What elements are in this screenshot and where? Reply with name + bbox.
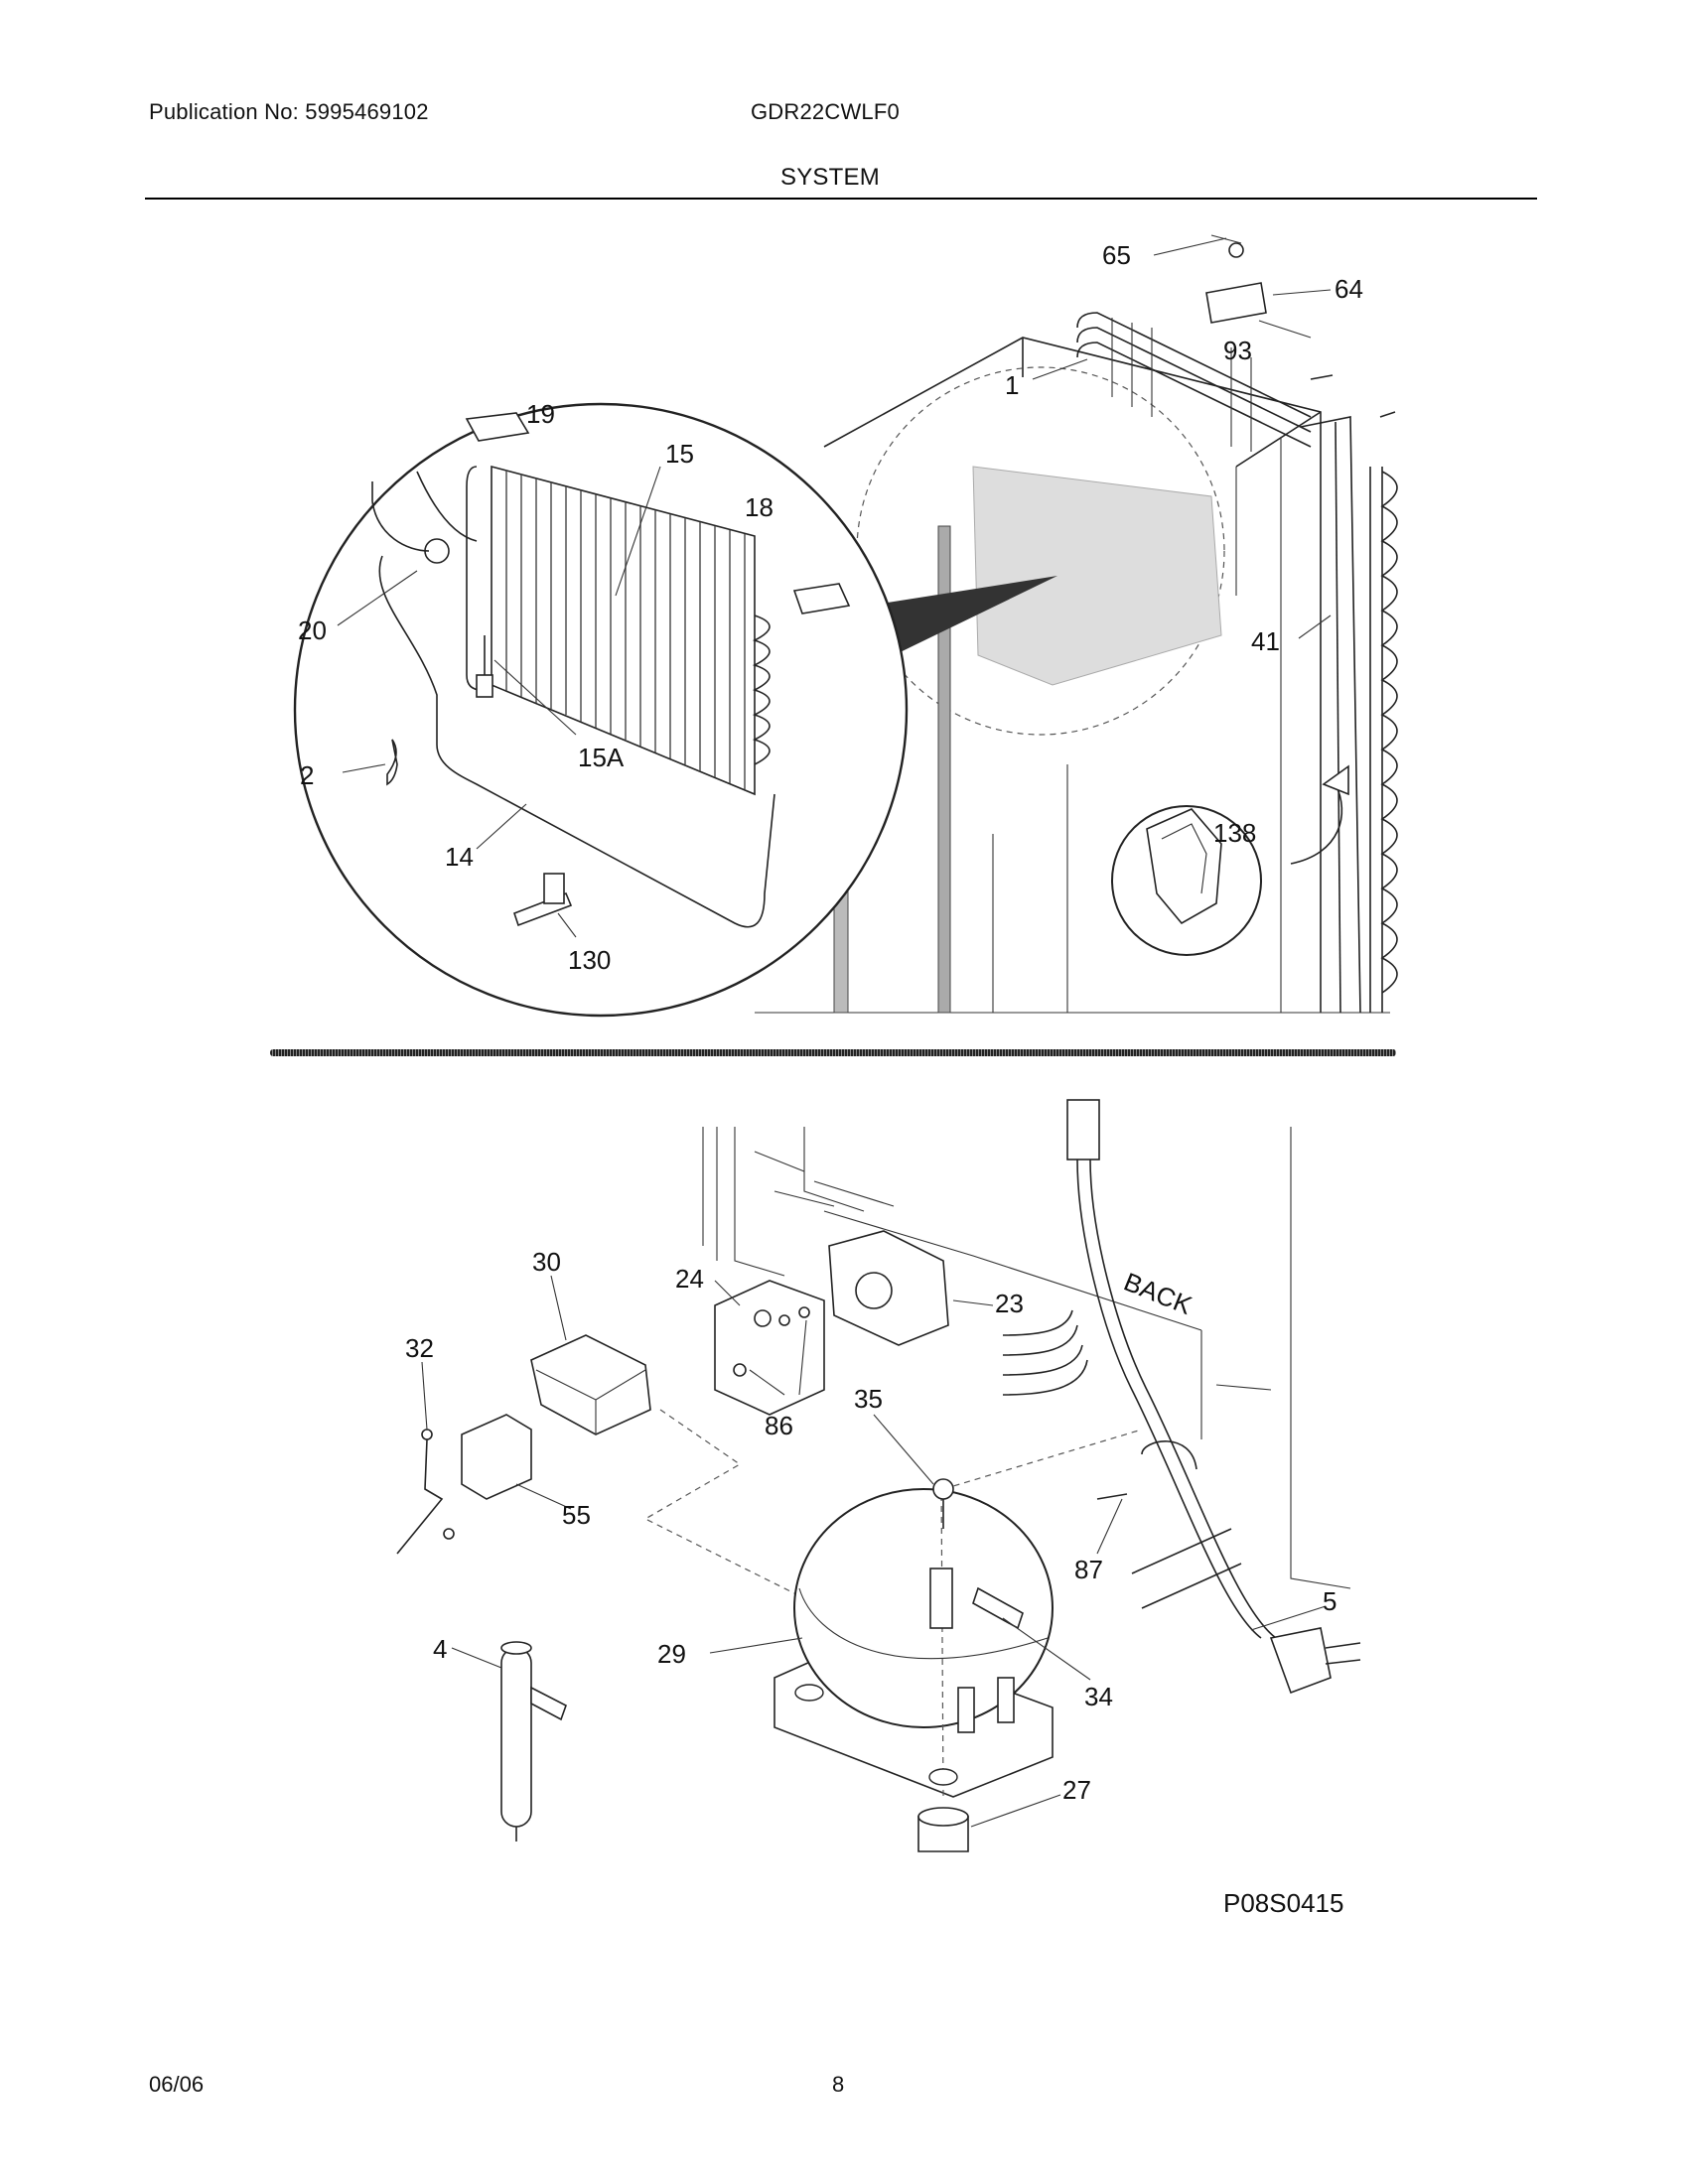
compressor-area-illustration: [396, 1099, 1361, 1852]
top-coil: [1076, 312, 1312, 452]
condenser-coil: [1369, 467, 1398, 1013]
callout-29: 29: [657, 1639, 686, 1669]
top-leader-lines: [337, 234, 1332, 938]
callout-back: BACK: [1120, 1267, 1196, 1321]
callout-93: 93: [1223, 336, 1252, 365]
callout-55: 55: [562, 1500, 591, 1530]
page-number: 8: [832, 2072, 845, 2097]
callout-86: 86: [765, 1411, 793, 1440]
callout-24: 24: [675, 1264, 704, 1294]
callout-15a: 15A: [578, 743, 625, 772]
callout-15: 15: [665, 439, 694, 469]
diagram-code: P08S0415: [1223, 1888, 1344, 1918]
callout-1: 1: [1005, 370, 1019, 400]
callout-87: 87: [1074, 1555, 1103, 1584]
callout-35: 35: [854, 1384, 883, 1414]
callout-14: 14: [445, 842, 474, 872]
callout-34: 34: [1084, 1682, 1113, 1711]
evaporator-detail-circle: [293, 402, 909, 1018]
filter-drier: [500, 1641, 567, 1842]
callout-18: 18: [745, 492, 774, 522]
footer-date: 06/06: [149, 2072, 205, 2097]
callout-20: 20: [298, 615, 327, 645]
callout-138: 138: [1213, 818, 1256, 848]
publication-number: Publication No: 5995469102: [149, 99, 429, 124]
section-divider: [270, 1049, 1396, 1056]
callout-32: 32: [405, 1333, 434, 1363]
callout-23: 23: [995, 1289, 1024, 1318]
header-rule: [145, 198, 1537, 200]
callout-2: 2: [300, 760, 314, 790]
callout-27: 27: [1062, 1775, 1091, 1805]
callout-4: 4: [433, 1634, 447, 1664]
model-number: GDR22CWLF0: [751, 99, 900, 124]
callout-19: 19: [526, 399, 555, 429]
callout-41: 41: [1251, 626, 1280, 656]
compressor: [774, 1478, 1054, 1798]
callout-30: 30: [532, 1247, 561, 1277]
callout-130: 130: [568, 945, 611, 975]
evaporator-fins: [466, 465, 771, 796]
callout-65: 65: [1102, 240, 1131, 270]
cabinet-illustration: [755, 242, 1398, 1014]
bottom-leader-lines: [421, 1275, 1327, 1828]
drain-part-inset: [1111, 805, 1262, 956]
callout-5: 5: [1323, 1586, 1336, 1616]
callout-64: 64: [1335, 274, 1363, 304]
section-title: SYSTEM: [780, 164, 880, 191]
